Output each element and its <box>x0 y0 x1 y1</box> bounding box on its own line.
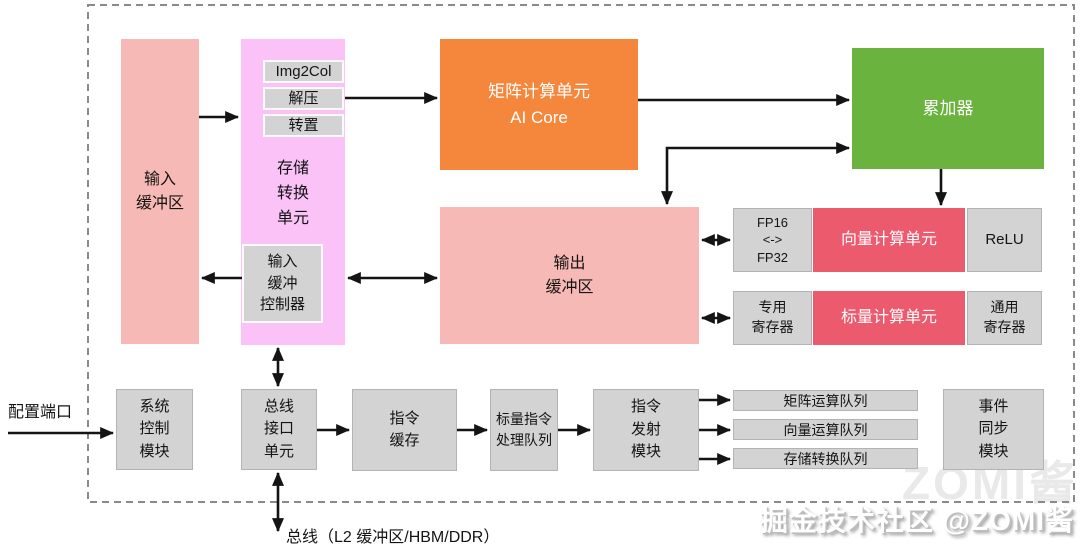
memory-transfer-unit-label: 存储 转换 单元 <box>276 160 309 227</box>
block-accumulator: 累加器 <box>852 48 1044 169</box>
config-port-label: 配置端口 <box>8 404 73 421</box>
block-fp16-fp32-convert: FP16 <-> FP32 <box>733 208 812 272</box>
arrow-outputbuffer-accumulator <box>661 142 851 206</box>
watermark-text: 掘金技术社区 @ZOMI酱 <box>759 505 1074 536</box>
block-img2col: Img2Col <box>263 60 344 83</box>
block-input-buffer: 输入 缓冲区 <box>121 39 199 344</box>
block-event-sync-module: 事件 同步 模块 <box>943 389 1044 470</box>
block-general-registers: 通用 寄存器 <box>967 291 1042 345</box>
block-special-registers: 专用 寄存器 <box>733 291 812 345</box>
block-matrix-compute-unit: 矩阵计算单元 AI Core <box>440 39 638 170</box>
block-transpose: 转置 <box>263 114 344 137</box>
block-vector-op-queue: 向量运算队列 <box>733 419 918 440</box>
block-bus-interface-unit: 总线 接口 单元 <box>241 389 317 470</box>
block-instruction-cache: 指令 缓存 <box>352 389 457 471</box>
block-input-buffer-controller: 输入 缓冲 控制器 <box>242 244 323 323</box>
block-instruction-dispatch-module: 指令 发射 模块 <box>593 389 699 471</box>
block-memory-transfer-queue: 存储转换队列 <box>733 448 918 469</box>
block-vector-compute-unit: 向量计算单元 <box>813 208 965 272</box>
block-matrix-op-queue: 矩阵运算队列 <box>733 390 918 411</box>
bus-label: 总线（L2 缓冲区/HBM/DDR） <box>286 529 500 546</box>
block-decompress: 解压 <box>263 87 344 110</box>
block-relu: ReLU <box>967 208 1042 272</box>
block-output-buffer: 输出 缓冲区 <box>440 207 699 344</box>
block-scalar-compute-unit: 标量计算单元 <box>813 291 965 345</box>
block-scalar-instruction-queue: 标量指令 处理队列 <box>490 389 558 471</box>
block-memory-transfer-unit: Img2Col 解压 转置 存储 转换 单元 输入 缓冲 控制器 <box>241 39 345 345</box>
block-system-control-module: 系统 控制 模块 <box>116 389 193 470</box>
